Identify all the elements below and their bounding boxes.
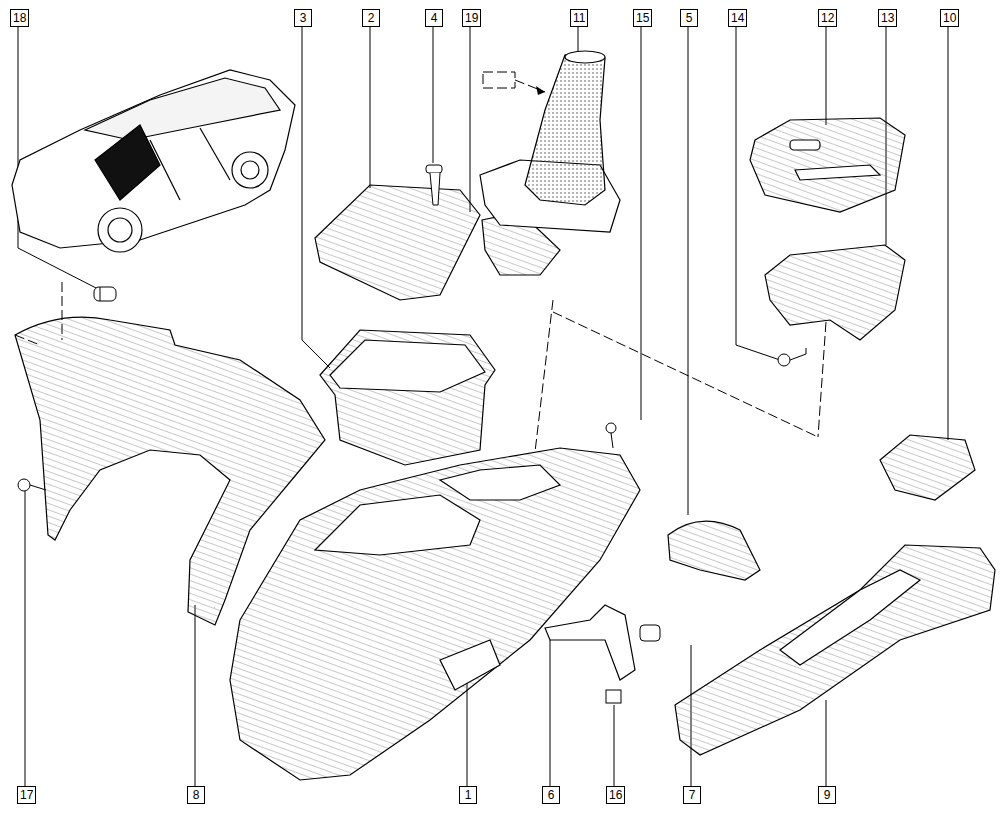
callout-number: 2	[362, 9, 380, 27]
callout-number: 18	[10, 9, 29, 27]
callout-number: 17	[17, 786, 36, 804]
callout-number: 1	[459, 786, 477, 804]
callout-number: 4	[425, 9, 443, 27]
callout-number: 6	[542, 786, 560, 804]
callout-number: 16	[606, 786, 625, 804]
callout-number: 7	[683, 786, 701, 804]
callout-number: 5	[680, 9, 698, 27]
callout-number: 14	[728, 9, 747, 27]
callout-number: 19	[462, 9, 481, 27]
callout-number: 11	[570, 9, 588, 27]
callout-number: 10	[940, 9, 959, 27]
callout-number: 8	[187, 786, 205, 804]
callout-number: 13	[878, 9, 897, 27]
callout-number: 9	[818, 786, 836, 804]
callout-number: 12	[818, 9, 837, 27]
callout-number: 3	[294, 9, 312, 27]
callout-number: 15	[633, 9, 652, 27]
